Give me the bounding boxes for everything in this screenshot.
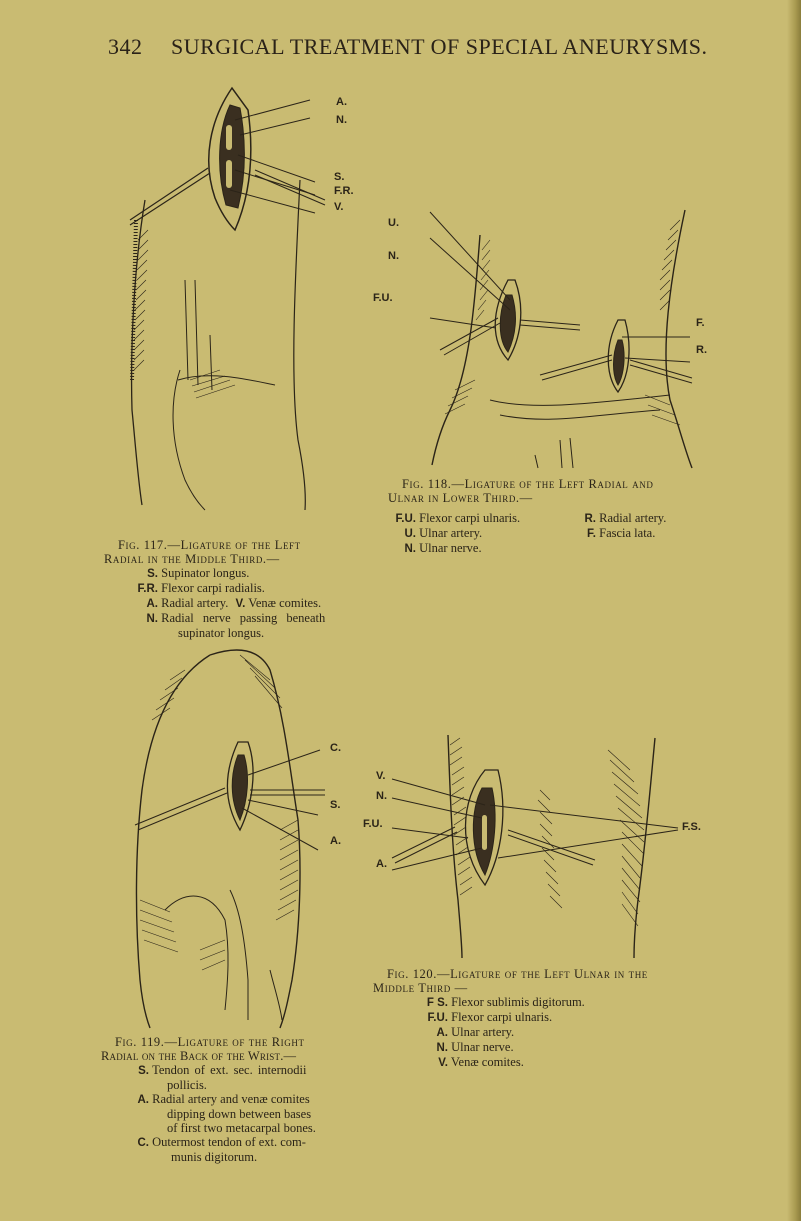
fig118-label-r: R. (696, 344, 707, 356)
fig119-label-c: C. (330, 742, 341, 754)
fig120-legend-n: N. Ulnar nerve. (436, 1040, 514, 1054)
figure-119-illustration (130, 640, 330, 1030)
fig117-label-n: N. (336, 114, 347, 126)
fig117-legend-n: N. Radial nerve passing beneath supinato… (146, 611, 326, 640)
fig120-label-a: A. (376, 858, 387, 870)
fig119-caption: Fig. 119.—Ligature of the Right Radial o… (101, 1035, 401, 1164)
fig118-label-f: F. (696, 317, 705, 329)
fig117-caption-title-1: Fig. 117.—Ligature of the Left (118, 538, 301, 552)
fig117-caption: Fig. 117.—Ligature of the Left Radial in… (104, 538, 404, 640)
fig117-label-v: V. (334, 201, 344, 213)
fig118-caption-title-2: Ulnar in Lower Third.— (388, 491, 533, 505)
fig118-label-u: U. (388, 217, 399, 229)
fig120-label-fu: F.U. (363, 818, 383, 830)
running-title: SURGICAL TREATMENT OF SPECIAL ANEURYSMS. (171, 34, 708, 59)
fig120-legend-fu: F.U. Flexor carpi ulnaris. (427, 1010, 553, 1024)
fig120-caption: Fig. 120.—Ligature of the Left Ulnar in … (373, 967, 743, 1070)
fig120-legend-a: A. Ulnar artery. (436, 1025, 515, 1039)
fig120-caption-title-2: Middle Third — (373, 981, 468, 995)
fig118-legend-n: N. Ulnar nerve. (404, 541, 482, 555)
fig119-legend-a: A. Radial artery and venæ comites dippin… (137, 1092, 316, 1135)
fig117-legend-fr: F.R. Flexor carpi radialis. (137, 581, 265, 595)
fig119-legend-c: C. Outermost tendon of ext. com- munis d… (137, 1135, 306, 1164)
fig120-label-v: V. (376, 770, 386, 782)
fig117-label-s: S. (334, 171, 345, 183)
fig119-label-a: A. (330, 835, 341, 847)
fig118-legend-f: F. Fascia lata. (587, 526, 656, 540)
fig118-caption-title-1: Fig. 118.—Ligature of the Left Radial an… (402, 477, 654, 491)
fig117-legend-s: S. Supinator longus. (147, 566, 250, 580)
running-head: 342 SURGICAL TREATMENT OF SPECIAL ANEURYS… (108, 34, 708, 74)
figure-118-illustration (430, 200, 710, 470)
fig118-legend-u: U. Ulnar artery. (404, 526, 483, 540)
fig119-legend-s: S. Tendon of ext. sec. internodii pollic… (138, 1063, 307, 1092)
fig118-legend-fu: F.U. Flexor carpi ulnaris. (395, 511, 521, 525)
fig120-legend-fs: F S. Flexor sublimis digitorum. (426, 995, 585, 1009)
fig119-label-s: S. (330, 799, 341, 811)
fig120-legend-v: V. Venæ comites. (438, 1055, 524, 1069)
fig118-caption: Fig. 118.—Ligature of the Left Radial an… (388, 477, 728, 561)
page-edge-shadow (787, 0, 801, 1221)
fig117-legend-a-v: A. Radial artery. V. Venæ comites. (146, 596, 322, 610)
fig119-caption-title-1: Fig. 119.—Ligature of the Right (115, 1035, 305, 1049)
figure-120-illustration (390, 730, 690, 960)
fig120-caption-title-1: Fig. 120.—Ligature of the Left Ulnar in … (387, 967, 648, 981)
fig118-label-fu: F.U. (373, 292, 393, 304)
page-number: 342 (108, 34, 143, 59)
fig117-label-a: A. (336, 96, 347, 108)
fig120-label-fs: F.S. (682, 821, 701, 833)
fig117-caption-title-2: Radial in the Middle Third.— (104, 552, 280, 566)
fig118-legend-r: R. Radial artery. (584, 511, 667, 525)
fig117-label-fr: F.R. (334, 185, 354, 197)
fig120-label-n: N. (376, 790, 387, 802)
fig119-caption-title-2: Radial on the Back of the Wrist.— (101, 1049, 297, 1063)
figure-117-illustration (130, 80, 330, 510)
fig118-label-n: N. (388, 250, 399, 262)
